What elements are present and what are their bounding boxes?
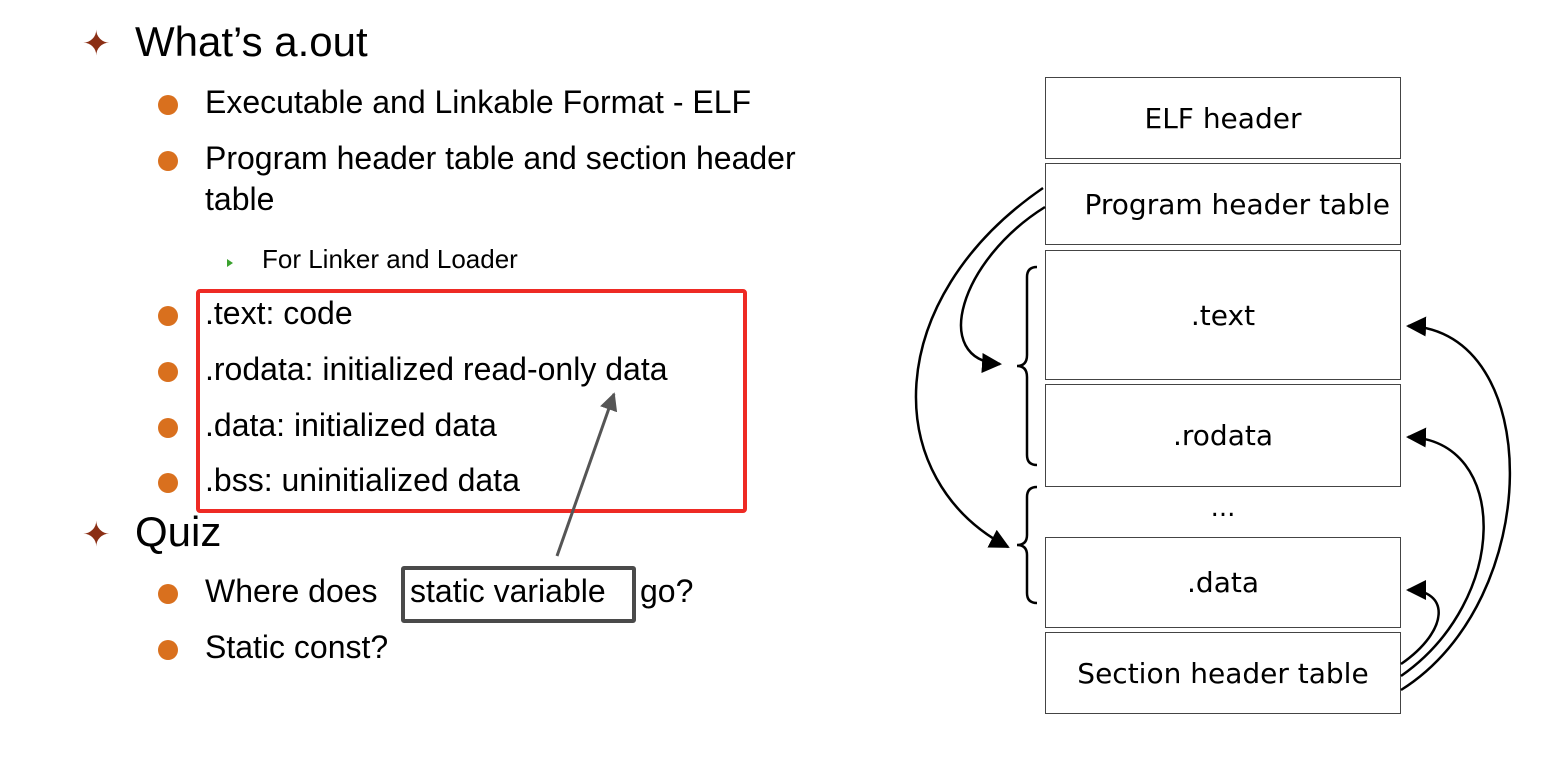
bullet-dot-icon [158, 151, 178, 171]
bullet-dot-icon [158, 95, 178, 115]
quiz-q1-highlight: static variable [410, 573, 606, 609]
callout-arrow [555, 392, 618, 557]
arrow-section-header-to-rodata [1400, 427, 1485, 678]
quiz-q1-before: Where does [205, 573, 378, 609]
sections-highlight-box [196, 289, 747, 513]
sub-bullet-linker-loader: For Linker and Loader [262, 244, 518, 274]
sub-bullet-arrow-icon [227, 259, 233, 267]
section-rodata: .rodata: initialized read-only data [205, 351, 668, 387]
heading-whats-aout: What’s a.out [135, 18, 368, 65]
static-variable-callout-box [401, 566, 636, 623]
bullet-header-tables-cont: table [205, 181, 275, 217]
bullet-dot-icon [158, 362, 178, 382]
quiz-q2: Static const? [205, 629, 389, 665]
ellipsis-label: ... [1210, 493, 1236, 523]
rodata-section-cell: .rodata [1045, 384, 1401, 487]
bullet-header-tables: Program header table and section header [205, 140, 796, 176]
star-bullet-icon: ✦ [82, 24, 111, 64]
star-bullet-icon: ✦ [82, 515, 111, 555]
section-text: .text: code [205, 295, 353, 331]
arrow-section-header-to-data [1400, 580, 1440, 666]
section-header-table-cell: Section header table [1045, 632, 1401, 714]
quiz-q1-after: go? [640, 573, 694, 609]
bullet-elf: Executable and Linkable Format - ELF [205, 84, 752, 120]
arrow-program-header-to-data [914, 186, 1044, 549]
brace-data [1016, 485, 1038, 605]
data-section-cell: .data [1045, 537, 1401, 628]
bullet-dot-icon [158, 473, 178, 493]
brace-text-rodata [1016, 265, 1038, 467]
section-bss: .bss: uninitialized data [205, 462, 520, 498]
text-section-cell: .text [1045, 250, 1401, 380]
bullet-dot-icon [158, 306, 178, 326]
program-header-table-cell: Program header table [1045, 163, 1401, 245]
bullet-dot-icon [158, 640, 178, 660]
arrow-section-header-to-text [1400, 316, 1512, 692]
bullet-dot-icon [158, 584, 178, 604]
bullet-dot-icon [158, 418, 178, 438]
elf-header-cell: ELF header [1045, 77, 1401, 159]
arrow-program-header-to-text [960, 205, 1046, 373]
section-data: .data: initialized data [205, 407, 497, 443]
heading-quiz: Quiz [135, 508, 222, 555]
